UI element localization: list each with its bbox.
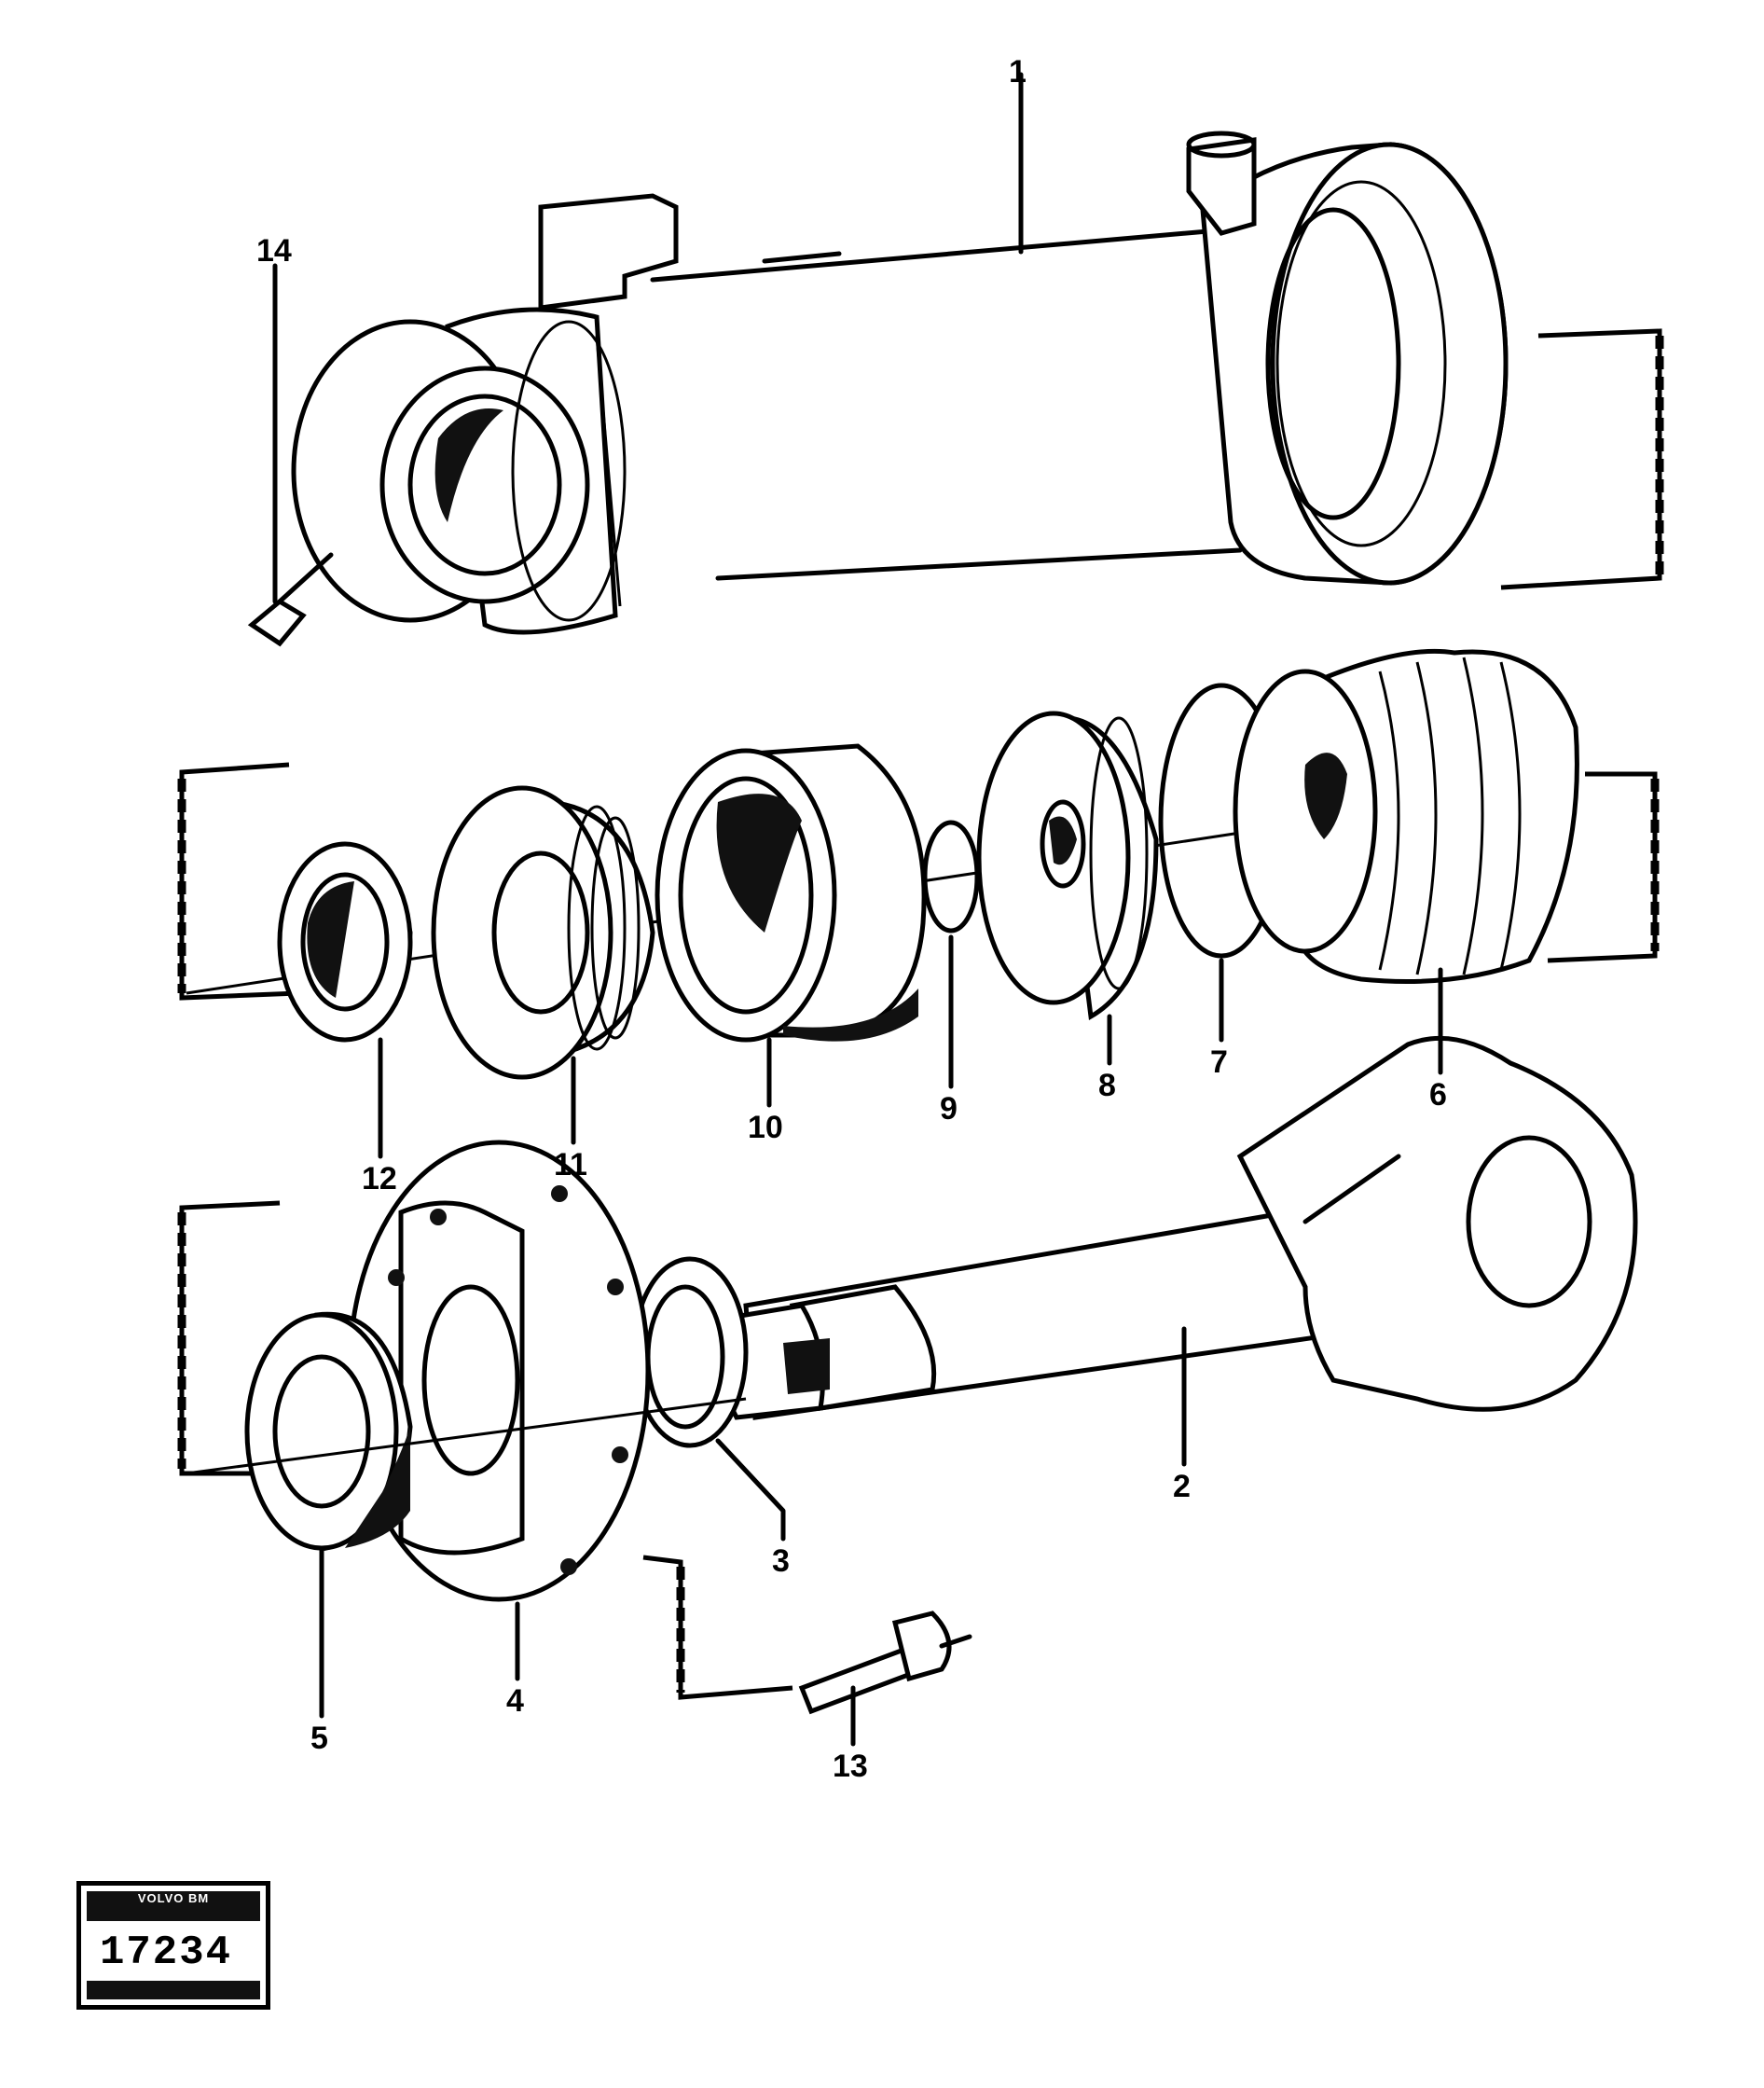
- callout-3: 3: [772, 1543, 790, 1579]
- callout-14: 14: [256, 233, 292, 269]
- middle-row-seals-and-piston: [177, 648, 1660, 1080]
- callout-11: 11: [554, 1147, 587, 1182]
- part-6-piston: [1233, 648, 1579, 984]
- stamp-logo: VOLVO BM: [87, 1891, 260, 1921]
- stamp-footer-bar: [87, 1981, 260, 1999]
- part-5-wiper: [244, 1311, 413, 1552]
- callout-6: 6: [1429, 1077, 1447, 1113]
- stamp-number: 17234: [100, 1929, 233, 1976]
- part-11-gland: [431, 785, 655, 1080]
- callout-2: 2: [1173, 1469, 1191, 1504]
- part-8-piston-disc: [976, 711, 1159, 1021]
- part-1-cylinder-tube: [291, 131, 1664, 635]
- part-14-grease-nipple: [247, 552, 334, 647]
- part-4-cylinder-head: [347, 1140, 651, 1602]
- part-2-piston-rod: [686, 1035, 1638, 1420]
- leader-lines: [272, 72, 1443, 1747]
- part-12-wiper-ring: [277, 841, 413, 1043]
- bottom-row-rod-assembly: [177, 1035, 1638, 1715]
- callout-5: 5: [310, 1721, 328, 1756]
- reference-stamp: VOLVO BM 17234: [76, 1881, 270, 2010]
- callout-8: 8: [1098, 1068, 1116, 1103]
- callout-13: 13: [833, 1749, 868, 1784]
- callout-labels: 1 2 3 4 5 6 7 8 9 10 11 12 13 14: [256, 54, 1447, 1784]
- callout-4: 4: [506, 1683, 524, 1719]
- callout-1: 1: [1009, 54, 1027, 90]
- callout-9: 9: [940, 1091, 958, 1127]
- callout-7: 7: [1210, 1044, 1228, 1080]
- part-10-sleeve: [655, 743, 927, 1043]
- callout-10: 10: [748, 1110, 783, 1145]
- callout-12: 12: [362, 1161, 397, 1196]
- part-9-o-ring: [922, 820, 980, 933]
- part-13-bolt: [798, 1611, 972, 1715]
- part-3-rod-seal: [631, 1256, 749, 1448]
